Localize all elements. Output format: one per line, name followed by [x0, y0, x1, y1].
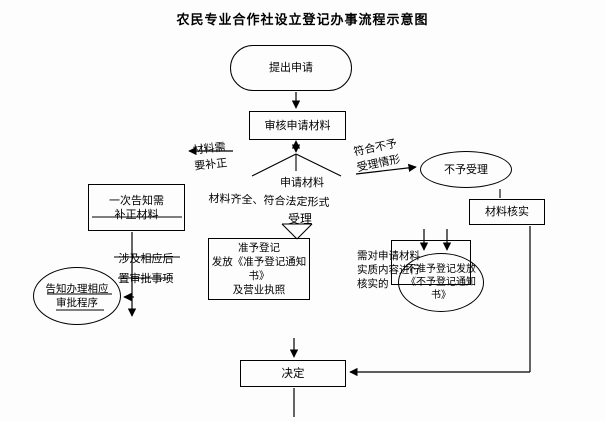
- arrow-to-not-accepted: [355, 163, 417, 175]
- node-inform-procedure-line2: 审批程序: [56, 297, 98, 309]
- node-approve-line2: 发放《准予登记通知书》: [211, 256, 307, 282]
- node-not-accepted-label: 不予受理: [444, 163, 488, 176]
- label-post-approval-line2: 置审批事项: [118, 273, 174, 285]
- node-material-verify-label: 材料核实: [485, 206, 529, 218]
- label-accept: 受理: [282, 211, 318, 227]
- node-approve-registration: 准予登记 发放《准予登记通知书》 及营业执照: [208, 238, 310, 300]
- node-disapprove-notice: 不准予登记发放《不予登记通知书》: [398, 253, 484, 312]
- node-inform-procedure-line1: 告知办理相应: [45, 283, 109, 295]
- fan-right-line: [295, 153, 342, 177]
- node-decision: 决定: [240, 360, 346, 387]
- label-application-materials-text: 申请材料: [280, 177, 324, 189]
- accept-arrow-right: [296, 223, 313, 240]
- node-review-materials: 审核申请材料: [249, 111, 346, 140]
- node-material-verify: 材料核实: [469, 199, 545, 225]
- page-title: 农民专业合作社设立登记办事流程示意图: [176, 12, 429, 27]
- label-application-materials: 申请材料: [274, 175, 330, 191]
- node-approve-line1: 准予登记: [238, 242, 280, 254]
- label-complete-legal-form-text: 材料齐全、符合法定形式: [208, 192, 330, 210]
- node-review-label: 审核申请材料: [264, 119, 331, 132]
- accept-arrow-left: [281, 223, 298, 240]
- node-submit-application: 提出申请: [230, 45, 352, 91]
- node-approve-line3: 及营业执照: [232, 284, 286, 296]
- node-decision-label: 决定: [281, 367, 305, 380]
- node-not-accepted: 不予受理: [420, 151, 512, 188]
- node-one-time-notice: 一次告知需 补正材料: [88, 184, 185, 231]
- label-need-correction: 材料需 要补正: [184, 139, 235, 176]
- node-one-time-notice-line1: 一次告知需: [109, 194, 164, 207]
- node-disapprove-notice-label: 不准予登记发放《不予登记通知书》: [406, 264, 476, 301]
- branch-fan: [251, 153, 342, 177]
- label-post-approval: 涉及相应后 置审批事项: [112, 249, 180, 289]
- fan-left-line: [251, 153, 297, 177]
- label-accept-text: 受理: [287, 212, 312, 226]
- node-inform-procedure: 告知办理相应 审批程序: [33, 267, 121, 325]
- label-post-approval-line1: 涉及相应后: [118, 253, 174, 265]
- accept-down-arrow: [281, 223, 313, 240]
- node-submit-label: 提出申请: [269, 62, 313, 74]
- node-one-time-notice-line2: 补正材料: [114, 208, 159, 221]
